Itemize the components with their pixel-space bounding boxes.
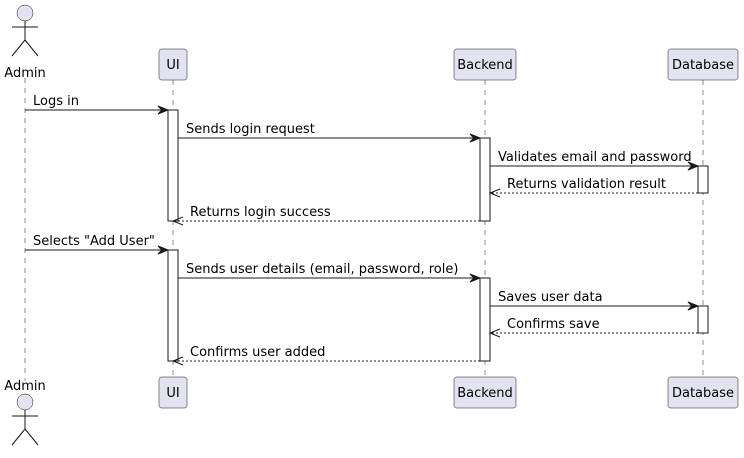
message-label: Sends login request <box>186 122 315 137</box>
participant-database-top: Database <box>667 48 739 81</box>
participant-headers: AdminAdminUIUIBackendBackendDatabaseData… <box>4 4 739 446</box>
activation-bar-ui <box>167 109 179 222</box>
participant-label: Admin <box>4 66 45 81</box>
participant-box <box>667 48 739 81</box>
message-1: Logs in <box>25 94 170 115</box>
participant-label: Database <box>672 58 734 73</box>
arrowhead-icon <box>687 301 700 311</box>
message-10: Confirms user added <box>171 345 480 366</box>
participant-label: Admin <box>4 379 45 394</box>
arrowhead-icon <box>171 356 184 366</box>
lifelines <box>24 78 704 381</box>
arrowhead-icon <box>157 245 170 255</box>
message-label: Saves user data <box>498 290 603 305</box>
arrowhead-icon <box>488 188 501 198</box>
activation-bar-ui <box>167 249 179 362</box>
activation-bar-database <box>697 165 709 194</box>
actor-admin-top: Admin <box>4 4 46 81</box>
activation-bar-backend <box>479 137 491 222</box>
arrowhead-icon <box>687 161 700 171</box>
participant-label: UI <box>166 58 179 73</box>
message-6: Selects "Add User" <box>25 234 170 255</box>
arrowhead-icon <box>488 328 501 338</box>
message-label: Confirms user added <box>190 345 325 360</box>
participant-label: UI <box>166 386 179 401</box>
arrowhead-icon <box>469 273 482 283</box>
actor-admin-bottom: Admin <box>4 379 46 446</box>
message-5: Returns login success <box>171 205 480 226</box>
activation-bar-backend <box>479 277 491 362</box>
message-9: Confirms save <box>488 317 698 338</box>
message-label: Logs in <box>33 94 79 109</box>
participant-box <box>667 376 739 409</box>
message-8: Saves user data <box>490 290 700 311</box>
message-3: Validates email and password <box>490 150 700 171</box>
activation-bar-database <box>697 305 709 334</box>
arrowhead-icon <box>157 105 170 115</box>
participant-database-bottom: Database <box>667 376 739 409</box>
message-label: Selects "Add User" <box>33 234 155 249</box>
participant-box <box>158 376 188 409</box>
actor-head-icon <box>16 4 34 22</box>
message-2: Sends login request <box>178 122 482 143</box>
message-label: Confirms save <box>507 317 600 332</box>
participant-box <box>158 48 188 81</box>
message-label: Sends user details (email, password, rol… <box>186 262 458 277</box>
actor-body-icon <box>11 21 39 57</box>
actor-body-icon <box>11 410 39 446</box>
participant-backend-bottom: Backend <box>453 376 517 409</box>
participant-backend-top: Backend <box>453 48 517 81</box>
message-label: Returns login success <box>190 205 331 220</box>
participant-label: Database <box>672 386 734 401</box>
activation-bars <box>167 109 709 362</box>
participant-box <box>453 376 517 409</box>
participant-ui-top: UI <box>158 48 188 81</box>
participant-label: Backend <box>457 58 513 73</box>
participant-label: Backend <box>457 386 513 401</box>
arrowhead-icon <box>469 133 482 143</box>
participant-ui-bottom: UI <box>158 376 188 409</box>
message-label: Returns validation result <box>507 177 666 192</box>
actor-head-icon <box>16 393 34 411</box>
participant-box <box>453 48 517 81</box>
message-4: Returns validation result <box>488 177 698 198</box>
arrowhead-icon <box>171 216 184 226</box>
message-7: Sends user details (email, password, rol… <box>178 262 482 283</box>
message-label: Validates email and password <box>498 150 692 165</box>
